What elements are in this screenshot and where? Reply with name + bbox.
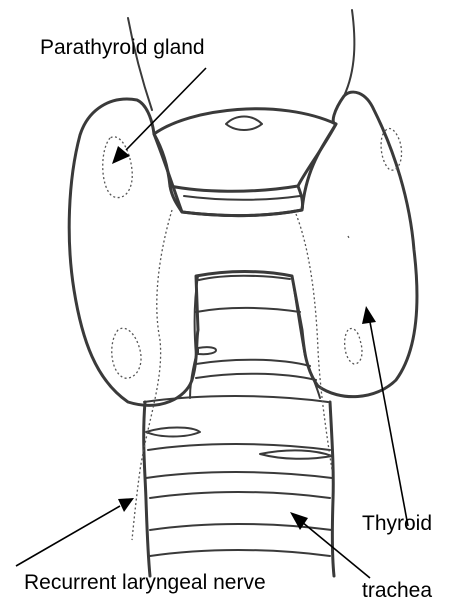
thyroid-arrowhead: [362, 306, 376, 324]
trachea-ring: [260, 450, 332, 458]
trachea: [144, 276, 334, 576]
trachea-ring: [148, 444, 330, 450]
thyroid-leader: [370, 322, 408, 526]
trachea-ring: [146, 472, 332, 478]
label-trachea: trachea: [362, 579, 432, 602]
nerve-dot: [348, 236, 350, 240]
trachea-side-right: [330, 402, 334, 576]
cartilage-notch: [226, 117, 262, 131]
trachea-ring: [196, 360, 310, 366]
trachea-ring: [146, 428, 200, 437]
trachea-ring: [196, 308, 300, 312]
thyroid-outline: [69, 92, 417, 405]
parathyroid-leader: [126, 68, 206, 150]
trachea-ring: [199, 276, 290, 280]
parathyroid-gland: [112, 328, 141, 378]
label-recurrent-laryngeal-nerve: Recurrent laryngeal nerve: [24, 571, 266, 594]
parathyroid-glands: [103, 129, 402, 379]
label-parathyroid-gland: Parathyroid gland: [40, 36, 205, 59]
larynx: [154, 109, 336, 216]
trachea-ring: [150, 550, 330, 556]
nerve-path-left: [132, 210, 172, 540]
nerve-leader: [16, 506, 120, 566]
recurrent-laryngeal-nerves: [132, 210, 350, 540]
right-neck-line: [344, 10, 354, 96]
left-neck-line: [128, 18, 152, 110]
nerve-arrowhead: [118, 498, 134, 512]
parathyroid-gland: [103, 137, 133, 198]
thyroid-gland: [69, 92, 417, 405]
parathyroid-gland: [345, 328, 362, 364]
trachea-ring: [196, 374, 316, 380]
leaders: [16, 68, 408, 578]
trachea-ring: [150, 492, 330, 498]
trachea-leader: [302, 522, 370, 578]
label-thyroid: Thyroid: [362, 512, 432, 535]
nerve-path-right: [296, 214, 332, 470]
cricoid-ring: [184, 196, 300, 200]
trachea-ring: [198, 347, 216, 354]
